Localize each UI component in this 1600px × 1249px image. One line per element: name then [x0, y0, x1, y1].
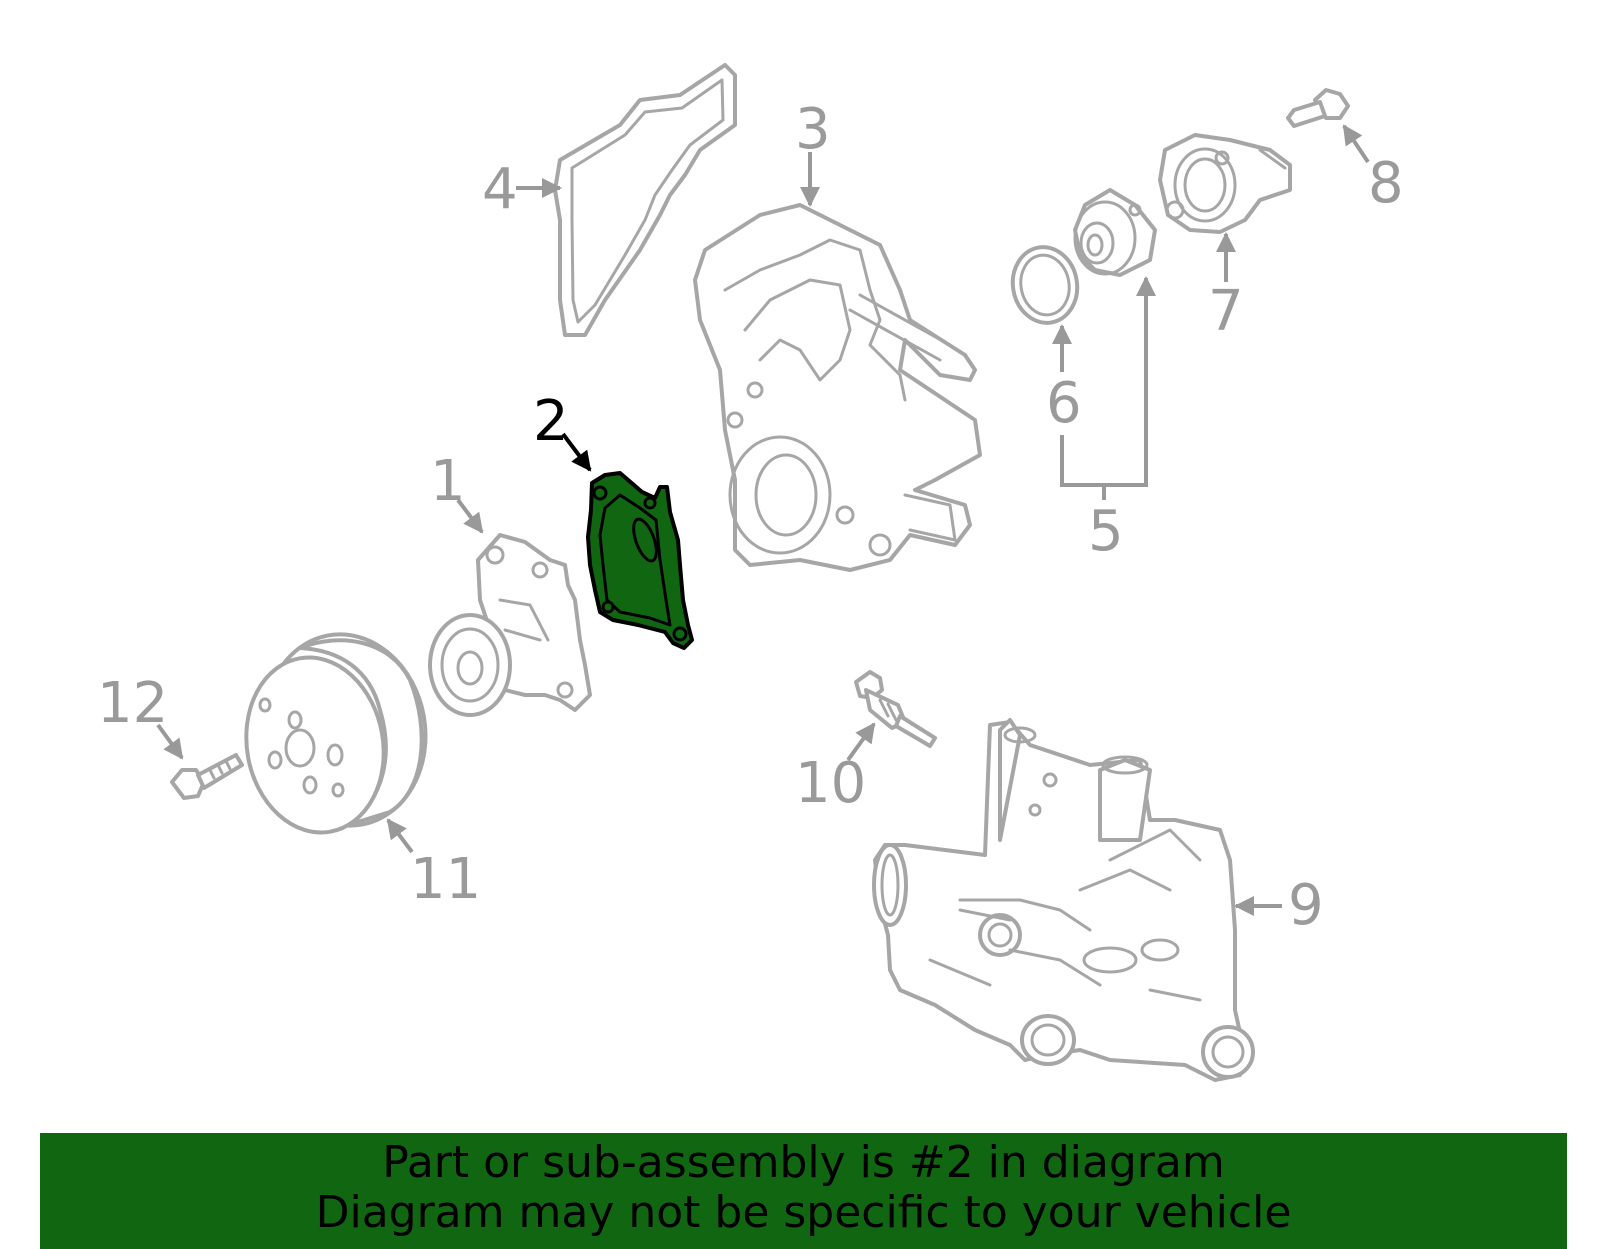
label-12: 12	[97, 671, 168, 736]
label-5: 5	[1088, 499, 1124, 564]
label-9: 9	[1288, 873, 1324, 938]
part-8-bolt[interactable]	[1286, 88, 1350, 128]
leader-lines	[156, 124, 1370, 916]
label-2: 2	[533, 389, 569, 454]
part-6-o-ring[interactable]	[1007, 242, 1083, 328]
leader-11	[386, 818, 414, 854]
info-banner: Part or sub-assembly is #2 in diagram Di…	[40, 1133, 1567, 1249]
label-3: 3	[795, 97, 831, 162]
label-7: 7	[1208, 279, 1244, 344]
part-11-pulley[interactable]	[233, 622, 441, 844]
part-12-bolt[interactable]	[170, 753, 244, 800]
label-4: 4	[482, 157, 518, 222]
banner-line-1: Part or sub-assembly is #2 in diagram	[382, 1137, 1225, 1188]
leader-12	[156, 723, 184, 760]
label-1: 1	[430, 449, 466, 514]
parts-diagram: 4 3 8 7 6 5 2 1 12 11 10 9	[97, 63, 1404, 1082]
part-9-water-inlet-housing[interactable]	[872, 718, 1255, 1082]
leader-8	[1342, 124, 1370, 164]
leader-1	[456, 498, 484, 534]
part-7-thermostat-housing[interactable]	[1158, 133, 1292, 234]
part-10-sensor[interactable]	[854, 670, 937, 748]
label-10: 10	[795, 751, 866, 816]
leader-2	[561, 432, 592, 472]
banner-line-2: Diagram may not be specific to your vehi…	[315, 1187, 1292, 1238]
part-1-water-pump[interactable]	[428, 533, 592, 717]
part-5-thermostat[interactable]	[1073, 188, 1157, 277]
label-8: 8	[1368, 151, 1404, 216]
leader-10	[846, 722, 876, 762]
label-6: 6	[1046, 371, 1082, 436]
callout-labels: 4 3 8 7 6 5 2 1 12 11 10 9	[97, 97, 1404, 938]
part-2-gasket-highlighted[interactable]	[586, 471, 694, 650]
part-4-gasket[interactable]	[553, 63, 737, 337]
label-11: 11	[410, 847, 481, 912]
part-3-housing[interactable]	[693, 203, 982, 572]
